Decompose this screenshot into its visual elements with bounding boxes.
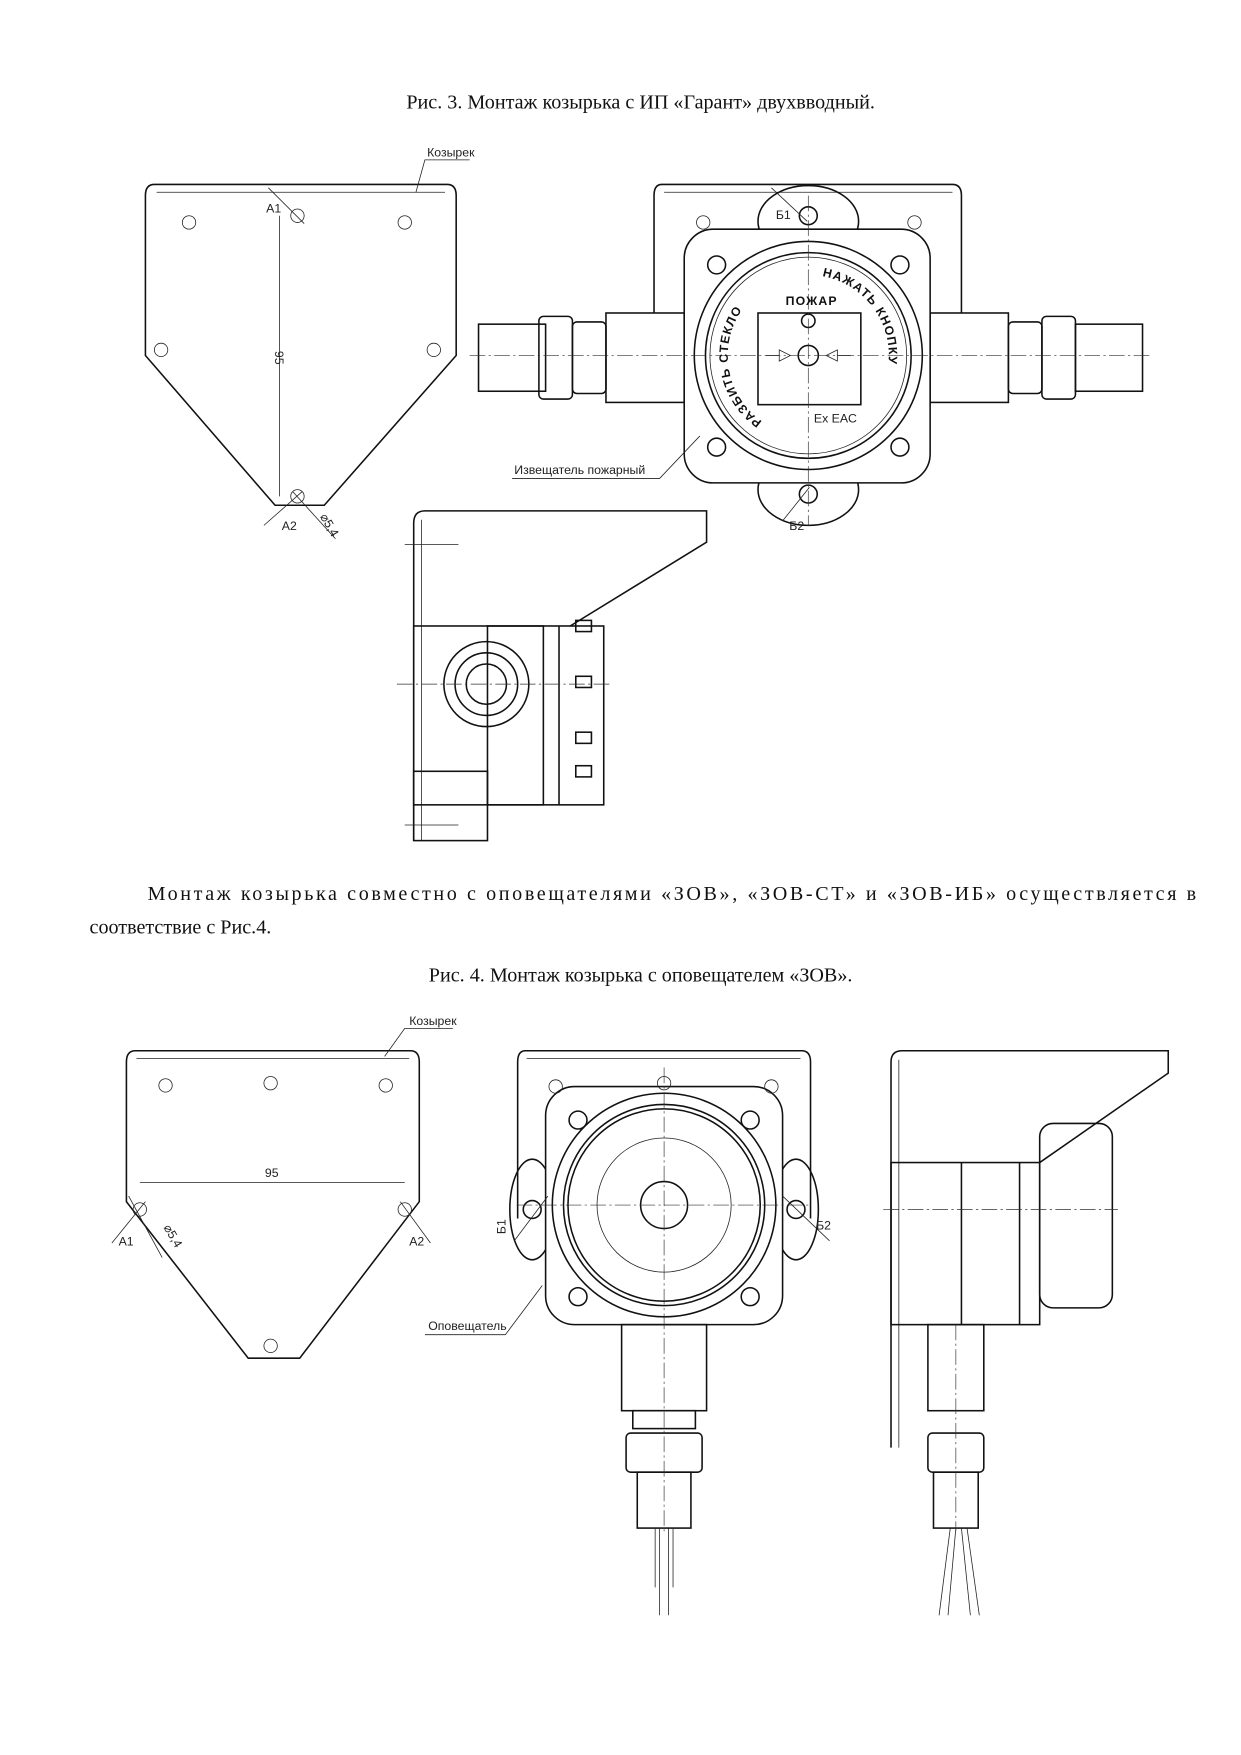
- fig4-hole-diameter: ⌀5,4: [161, 1222, 185, 1250]
- fig4-hole-a1-label: А1: [119, 1234, 134, 1248]
- fig3-device-label: Извещатель пожарный: [514, 463, 645, 477]
- fig3-hole-a1-label: А1: [266, 201, 281, 215]
- fig3-face-mark: Ex EAC: [814, 412, 857, 426]
- fig4-visor-plate: [111, 1049, 431, 1359]
- fig3-visor-plate: [144, 183, 457, 540]
- fig4-hole-b2-label: Б2: [816, 1219, 831, 1233]
- fig3-hole-b2-label: Б2: [789, 519, 804, 533]
- fig3-dimension-95: 95: [272, 351, 286, 365]
- fig4-sounder-front: [509, 1049, 830, 1616]
- fig3-face-title: ПОЖАР: [786, 294, 838, 308]
- fig3-hole-diameter: ⌀5,4: [317, 511, 341, 539]
- fig3-hole-a2-label: А2: [282, 519, 297, 533]
- fig3-hole-b1-label: Б1: [776, 208, 791, 222]
- fig4-side-view: [883, 1049, 1170, 1616]
- fig4-hole-a2-label: А2: [409, 1234, 424, 1248]
- paragraph-line-1: Монтаж козырька совместно с оповещателям…: [148, 883, 1197, 905]
- fig4-device-label: Оповещатель: [428, 1319, 506, 1333]
- figure4-caption: Рис. 4. Монтаж козырька с оповещателем «…: [429, 964, 853, 986]
- fig3-visor-label: Козырек: [427, 145, 475, 159]
- paragraph-line-2: соответствие с Рис.4.: [90, 916, 272, 938]
- fig3-side-view: [396, 510, 708, 842]
- fig4-hole-b1-label: Б1: [494, 1219, 508, 1234]
- fig3-fire-detector-front: [469, 183, 1152, 527]
- fig4-dimension-95: 95: [265, 1166, 279, 1180]
- fig4-visor-label: Козырек: [409, 1014, 457, 1028]
- figure3-caption: Рис. 3. Монтаж козырька с ИП «Гарант» дв…: [406, 91, 875, 113]
